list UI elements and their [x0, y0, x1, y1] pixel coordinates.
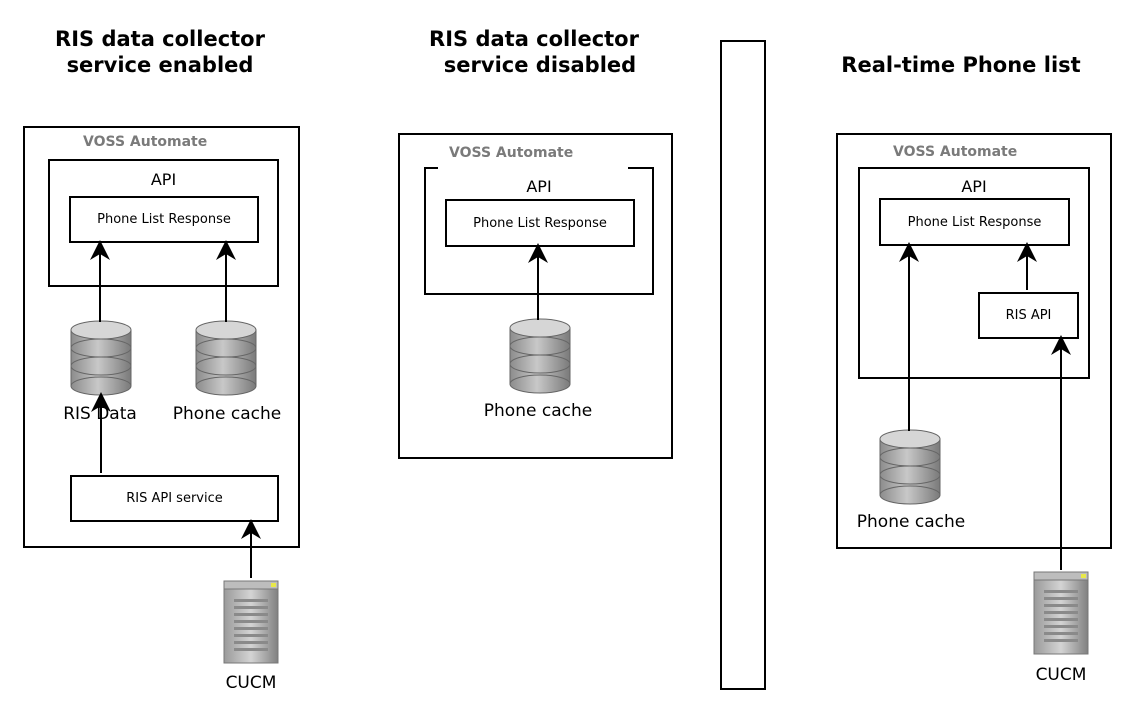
panel3-phone-list-response: Phone List Response [879, 198, 1070, 246]
panel1-cucm-server-icon [223, 580, 279, 664]
panel3-api-label: API [961, 177, 987, 196]
panel1-phone-cache-db-icon [195, 320, 257, 396]
panel1-voss-label: VOSS Automate [83, 134, 208, 150]
panel1-phone-cache-label: Phone cache [172, 404, 282, 424]
panel1-title-line1: RIS data collector [55, 27, 265, 51]
panel2-title-line2: service disabled [443, 53, 637, 77]
panel2-voss-label: VOSS Automate [449, 145, 574, 161]
panel1-title-line2: service enabled [66, 53, 254, 77]
panel3-voss-label: VOSS Automate [893, 144, 1018, 160]
panel3-title: Real-time Phone list [841, 53, 1081, 77]
panel3-phone-cache-db-icon [879, 429, 941, 505]
panel2-api-label: API [526, 177, 552, 196]
panel2-voss-label-mask [438, 150, 628, 169]
panel2-title-line1: RIS data collector [429, 27, 639, 51]
panel1-api-label: API [150, 170, 177, 189]
panel3-phone-cache-label: Phone cache [856, 512, 966, 532]
panel1-cucm-label: CUCM [225, 673, 277, 693]
panel3-cucm-server-icon [1033, 571, 1089, 655]
panel2-phone-cache-label: Phone cache [483, 401, 593, 421]
panel1-phone-list-response: Phone List Response [69, 196, 259, 243]
panel3-cucm-label: CUCM [1035, 665, 1087, 685]
divider-bar [720, 40, 766, 690]
panel1-ris-api-service: RIS API service [70, 475, 279, 522]
panel2-phone-cache-db-icon [509, 318, 571, 394]
panel3-ris-api: RIS API [978, 292, 1079, 339]
panel1-ris-data-db-icon [70, 320, 132, 396]
